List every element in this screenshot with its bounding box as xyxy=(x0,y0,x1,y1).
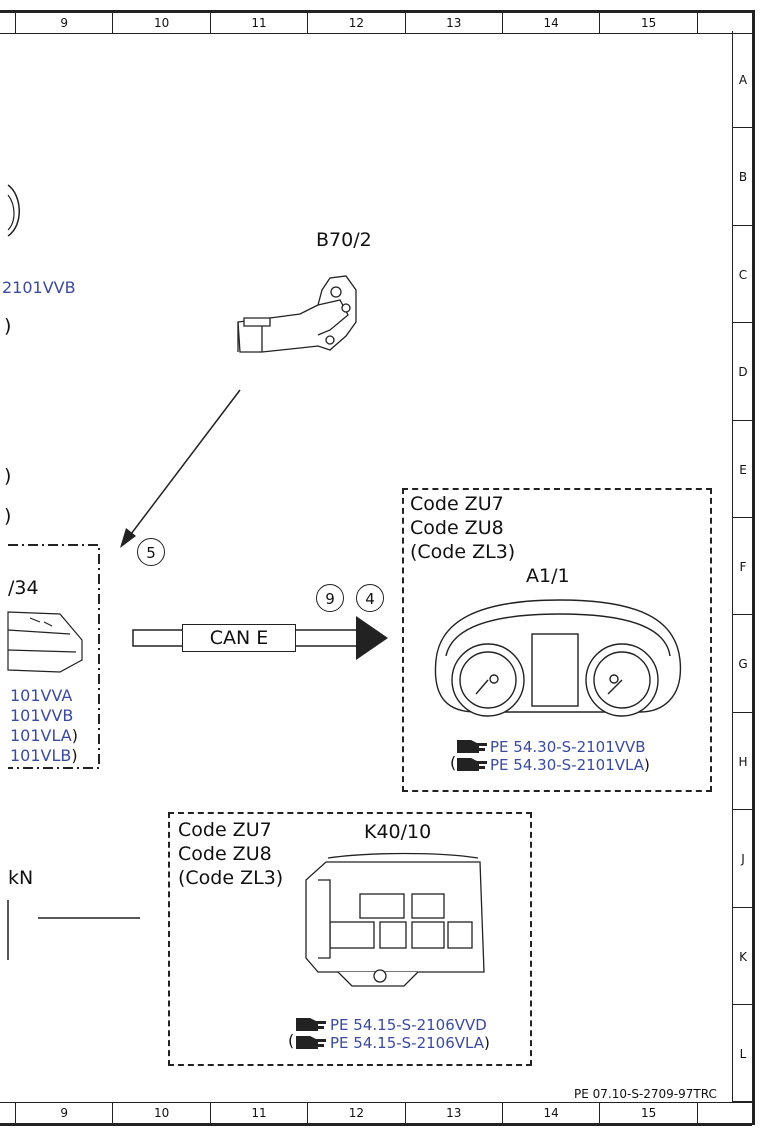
k40-10-label: K40/10 xyxy=(364,821,432,843)
k40-10-ref-1[interactable]: PE 54.15-S-2106VVD xyxy=(330,1016,487,1034)
row-cell-K: K xyxy=(733,908,753,1005)
column-cell-14: 14 xyxy=(503,1103,601,1123)
partial-paren-2: ) xyxy=(4,465,12,487)
row-cell-J: J xyxy=(733,810,753,908)
a1-1-ref-2-open-paren: ( xyxy=(450,753,457,772)
a1-1-instrument-cluster-drawing xyxy=(434,599,682,717)
column-cell-14: 14 xyxy=(503,13,601,33)
row-cell-A: A xyxy=(733,31,753,129)
row-ruler: A B C D E F G H J K L xyxy=(732,31,753,1103)
left-module-ref-1[interactable]: 101VVA xyxy=(10,686,73,705)
a1-1-code-3: (Code ZL3) xyxy=(410,541,516,563)
column-cell-15: 15 xyxy=(600,1103,698,1123)
a1-1-code-1: Code ZU7 xyxy=(410,493,504,515)
row-label: B xyxy=(738,170,748,185)
column-cell-10: 10 xyxy=(113,1103,211,1123)
row-label: E xyxy=(739,462,747,477)
column-cell-partial xyxy=(0,1103,16,1123)
b70-2-sensor-drawing xyxy=(237,275,357,353)
document-id: PE 07.10-S-2709-97TRC xyxy=(574,1087,717,1101)
k40-10-code-2: Code ZU8 xyxy=(178,843,272,865)
left-module-ref-2[interactable]: 101VVB xyxy=(10,706,74,725)
a1-1-ref-2[interactable]: PE 54.30-S-2101VLA) xyxy=(490,756,650,774)
can-e-bus-label: CAN E xyxy=(182,624,296,652)
a1-1-code-box xyxy=(402,488,712,792)
b70-2-label: B70/2 xyxy=(316,229,372,251)
reference-hand-icons xyxy=(296,740,487,1049)
row-label: C xyxy=(738,267,748,282)
left-module-ref-3[interactable]: 101VLA) xyxy=(10,726,78,745)
partial-paren-1: ) xyxy=(4,315,12,337)
column-cell-13: 13 xyxy=(406,13,503,33)
row-label: L xyxy=(739,1047,747,1061)
row-label: D xyxy=(738,365,748,380)
partial-kn-label: kN xyxy=(8,867,34,889)
column-cell-12: 12 xyxy=(308,1103,406,1123)
column-cell-10: 10 xyxy=(113,13,211,33)
k40-10-ref-2[interactable]: PE 54.15-S-2106VLA) xyxy=(330,1034,490,1052)
left-module-label: /34 xyxy=(8,577,39,599)
column-cell-13: 13 xyxy=(406,1103,503,1123)
left-module-drawing xyxy=(7,611,83,673)
row-cell-L: L xyxy=(733,1005,753,1103)
row-label: H xyxy=(738,754,748,769)
a1-1-code-2: Code ZU8 xyxy=(410,517,504,539)
row-label: J xyxy=(741,852,745,867)
a1-1-label: A1/1 xyxy=(526,565,570,587)
k40-10-ref-2-open-paren: ( xyxy=(288,1031,295,1050)
partial-paren-3: ) xyxy=(4,505,12,527)
row-label: K xyxy=(739,949,747,964)
row-cell-C: C xyxy=(733,226,753,324)
row-cell-E: E xyxy=(733,421,753,518)
column-cell-partial xyxy=(0,13,16,33)
partial-ref-top[interactable]: 2101VVB xyxy=(2,278,76,297)
k40-10-code-1: Code ZU7 xyxy=(178,819,272,841)
row-cell-F: F xyxy=(733,518,753,616)
k40-10-code-box xyxy=(168,812,532,1066)
row-cell-H: H xyxy=(733,713,753,811)
column-cell-9: 9 xyxy=(16,1103,114,1123)
callout-4: 4 xyxy=(356,584,384,612)
column-cell-9: 9 xyxy=(16,13,114,33)
partial-component-outline xyxy=(7,184,20,237)
k40-10-relay-drawing xyxy=(305,852,485,987)
k40-10-code-3: (Code ZL3) xyxy=(178,867,284,889)
frame-right-border xyxy=(752,10,755,1125)
callout-5: 5 xyxy=(137,538,165,566)
row-cell-G: G xyxy=(733,615,753,713)
column-cell-11: 11 xyxy=(211,1103,309,1123)
a1-1-ref-1[interactable]: PE 54.30-S-2101VVB xyxy=(490,738,646,756)
column-cell-15: 15 xyxy=(600,13,698,33)
callout-9: 9 xyxy=(316,584,344,612)
column-cell-11: 11 xyxy=(211,13,309,33)
row-label: F xyxy=(739,560,747,574)
column-cell-12: 12 xyxy=(308,13,406,33)
left-module-ref-4[interactable]: 101VLB) xyxy=(10,746,78,765)
row-cell-B: B xyxy=(733,128,753,226)
row-label: A xyxy=(738,73,748,87)
row-label: G xyxy=(738,657,748,672)
row-cell-D: D xyxy=(733,323,753,421)
